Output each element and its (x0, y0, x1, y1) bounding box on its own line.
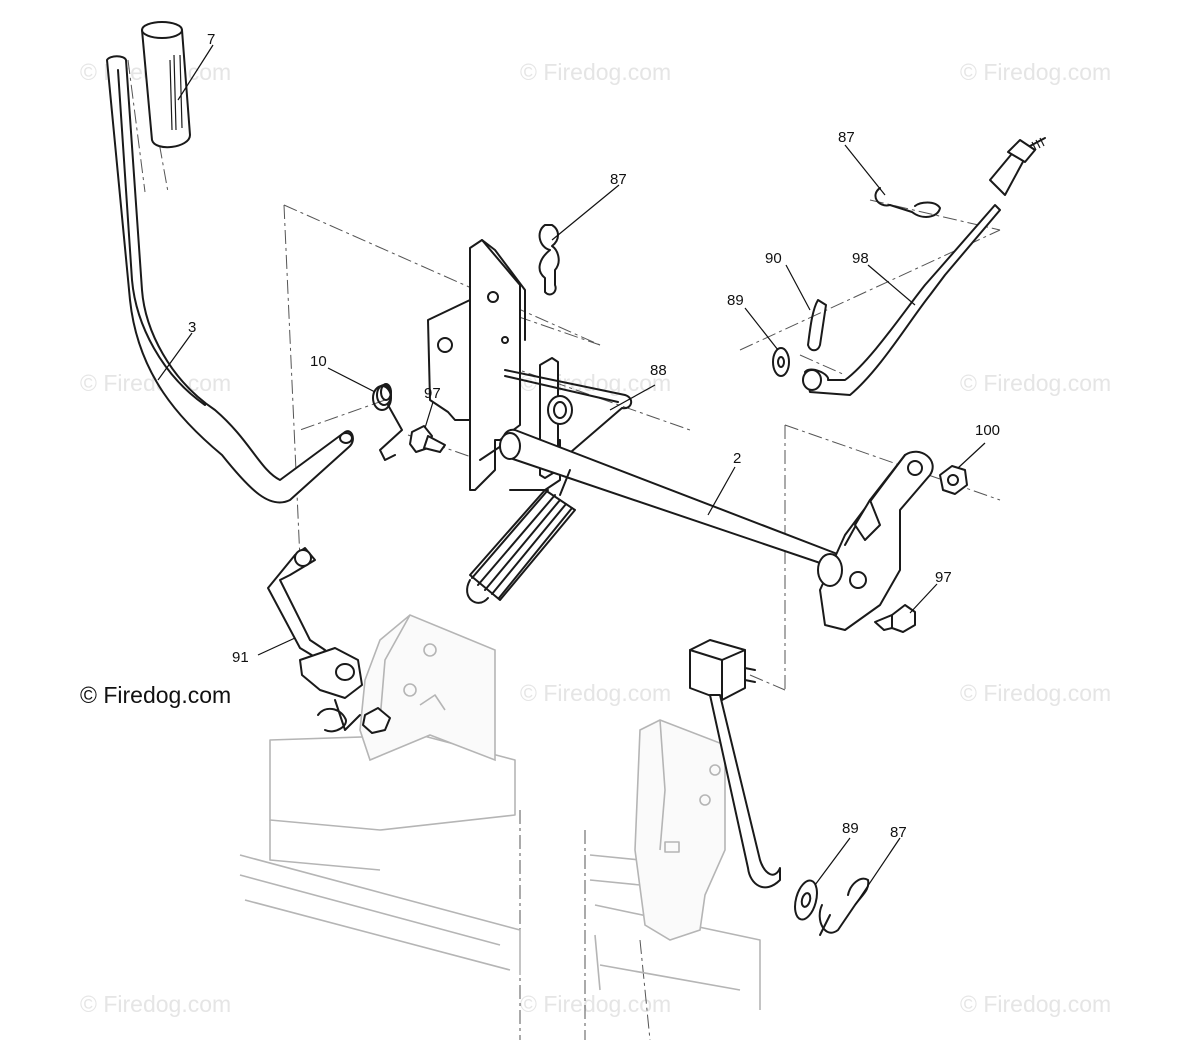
trunnion-block (689, 639, 756, 701)
callout-bolt-left: 97 (424, 385, 441, 402)
callout-lift-shaft: 2 (733, 450, 741, 467)
lift-lever (106, 55, 354, 504)
lift-arm-right (817, 450, 934, 631)
handle-grip (141, 21, 191, 149)
callout-labels: 7 3 10 87 87 90 98 89 88 97 2 100 97 91 … (188, 31, 1000, 841)
callout-link-rod: 91 (232, 649, 249, 666)
watermarks: © Firedog.com © Firedog.com © Firedog.co… (80, 59, 1111, 1017)
flat-washer-right (772, 347, 790, 377)
torsion-spring (372, 383, 403, 461)
callout-leaders (157, 44, 986, 906)
callout-adjust-rod: 98 (852, 250, 869, 267)
callout-handle-grip: 7 (207, 31, 215, 48)
flange-bolt-left (409, 425, 446, 453)
watermark-11: © Firedog.com (960, 991, 1111, 1017)
watermark-9: © Firedog.com (80, 991, 231, 1017)
watermark-3: © Firedog.com (960, 59, 1111, 85)
watermark-7: © Firedog.com (520, 680, 671, 706)
hex-nut (939, 465, 968, 495)
callout-nut: 100 (975, 422, 1000, 439)
callout-cotter-pin: 90 (765, 250, 782, 267)
callout-washer-bottom: 89 (842, 820, 859, 837)
watermark-10: © Firedog.com (520, 991, 671, 1017)
deck-link-rod (709, 694, 781, 889)
cotter-pin (807, 299, 827, 352)
wire-clip (504, 369, 633, 471)
callout-torsion-spring: 10 (310, 353, 327, 370)
flat-washer-bottom (794, 879, 818, 921)
callout-lift-lever: 3 (188, 319, 196, 336)
hairpin-clip-right (874, 187, 941, 218)
callout-hairpin-clip-top: 87 (610, 171, 627, 188)
extension-spring (466, 469, 576, 604)
callout-washer-right: 89 (727, 292, 744, 309)
callout-hairpin-clip-bottom: 87 (890, 824, 907, 841)
callout-hairpin-clip-right: 87 (838, 129, 855, 146)
callout-wire-clip: 88 (650, 362, 667, 379)
flange-bolt-right (874, 604, 916, 633)
hairpin-clip-bottom (818, 877, 870, 936)
watermark-main: © Firedog.com (80, 682, 231, 708)
adjust-rod (802, 137, 1046, 396)
watermark-6: © Firedog.com (960, 370, 1111, 396)
link-rod (267, 547, 391, 734)
callout-bolt-right: 97 (935, 569, 952, 586)
watermark-8: © Firedog.com (960, 680, 1111, 706)
hairpin-clip-top (538, 224, 560, 296)
mower-deck-phantom (239, 614, 761, 1010)
watermark-2: © Firedog.com (520, 59, 671, 85)
